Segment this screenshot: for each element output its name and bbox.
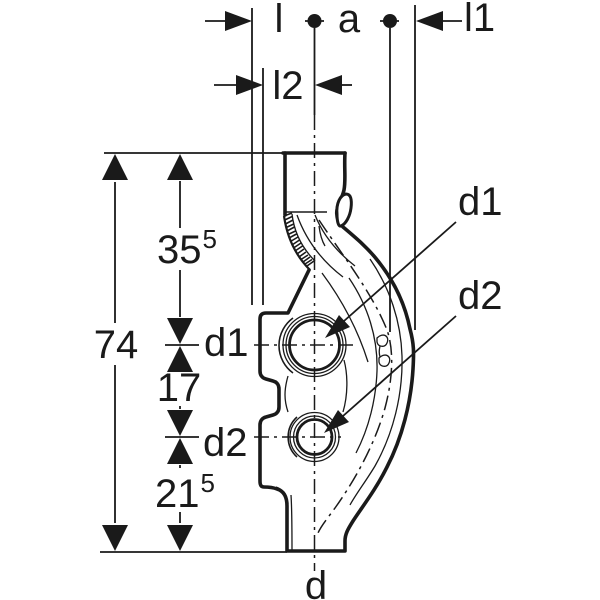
port-d1: [282, 312, 347, 378]
dim-dot-right: [383, 14, 397, 28]
thread-hatch: [282, 212, 316, 271]
dim-label-l2: l2: [272, 64, 303, 108]
d1-leader-line: [343, 221, 457, 322]
d2-leader-line: [342, 315, 457, 417]
extension-lines: [100, 5, 416, 553]
dim-dot-left: [307, 14, 322, 28]
swept-pipe-centerline: [317, 219, 393, 534]
dim-label-17: 17: [157, 366, 202, 410]
dim-label-d2-left: d2: [203, 421, 248, 465]
dimension-arrows: [102, 11, 443, 551]
d1-boss-arc: [278, 317, 294, 374]
callout-label-d2: d2: [458, 274, 503, 318]
dim-label-d: d: [305, 564, 327, 600]
centerlines: [254, 115, 393, 571]
lug-detail: [335, 192, 353, 228]
dim-label-d1-left: d1: [204, 321, 249, 365]
label-masks: [92, 228, 223, 512]
d2-boss-arc: [287, 416, 298, 458]
dim-label-21-5: 215: [155, 468, 215, 516]
dim-label-74: 74: [94, 323, 139, 367]
dim-label-l: l: [275, 0, 284, 41]
callout-label-d1: d1: [458, 180, 503, 224]
clip-detail: [376, 334, 389, 347]
dim-label-l1: l1: [464, 0, 495, 40]
part-body: [258, 151, 416, 553]
leader-lines: [342, 221, 457, 417]
dimension-labels: l a l1 l2 74 355 17 215 d1 d2 d1 d2 d: [94, 0, 503, 600]
dim-label-35-5: 355: [157, 224, 217, 272]
d1-leader-arrow: [325, 315, 350, 338]
port-d2: [289, 411, 340, 463]
d2-leader-arrow: [324, 410, 349, 433]
dim-label-a: a: [338, 0, 361, 41]
body-outline: [258, 151, 416, 553]
